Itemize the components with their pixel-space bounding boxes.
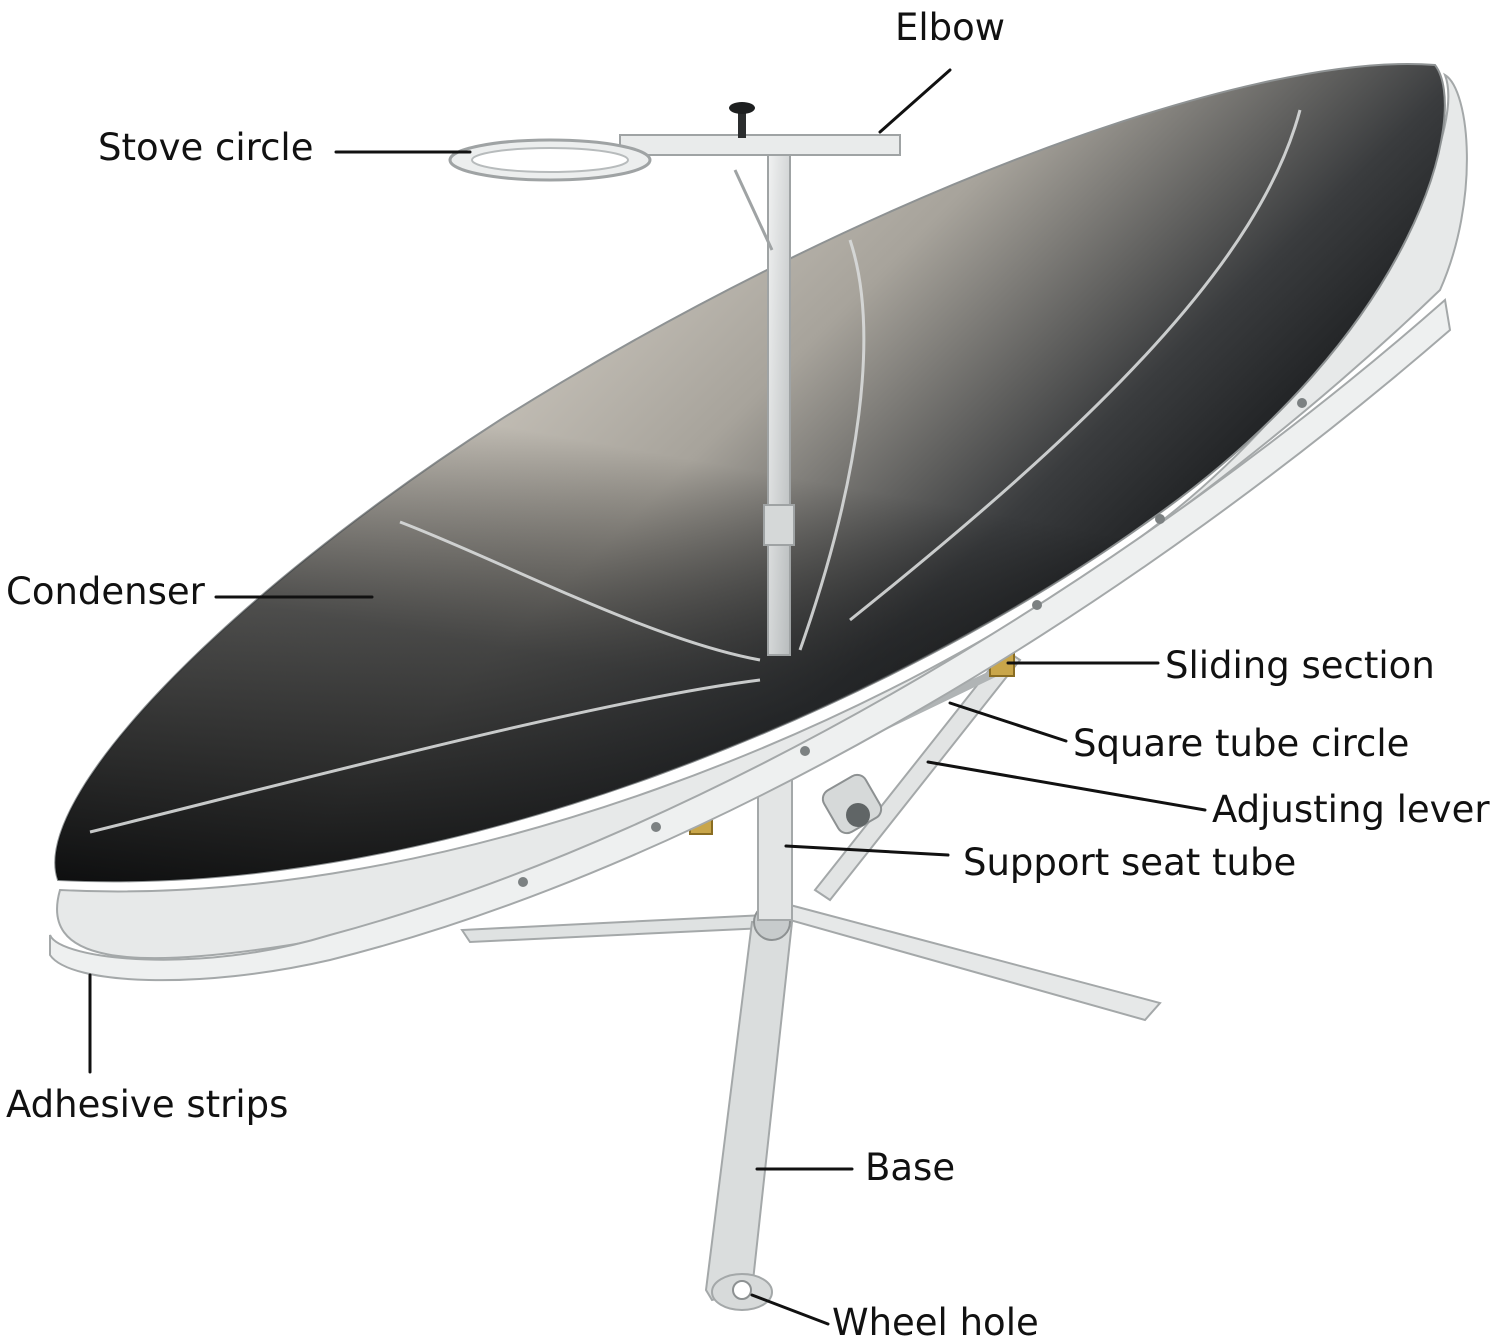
label-elbow: Elbow	[895, 6, 1005, 49]
stove-post	[767, 134, 791, 656]
label-base: Base	[865, 1146, 955, 1189]
wheel-hole-leader	[750, 1293, 830, 1326]
label-sliding-section: Sliding section	[1165, 644, 1435, 687]
adjusting-lever-leader	[926, 760, 1207, 812]
square-tube-circle-leader	[948, 701, 1068, 743]
labels: Elbow Stove circle Condenser Sliding sec…	[6, 6, 1490, 1343]
label-condenser: Condenser	[6, 570, 206, 613]
leader-lines	[88, 68, 1207, 1326]
label-wheel-hole: Wheel hole	[832, 1301, 1039, 1343]
support-seat-tube-leader	[784, 844, 950, 857]
elbow-shape	[619, 134, 901, 156]
label-adhesive-strips: Adhesive strips	[6, 1083, 288, 1126]
label-adjusting-lever: Adjusting lever	[1212, 788, 1490, 831]
elbow-leader	[878, 68, 952, 134]
base-legs	[460, 903, 1162, 1311]
adhesive-strips-shape	[49, 298, 1452, 982]
label-stove-circle: Stove circle	[98, 126, 313, 169]
label-square-tube-circle: Square tube circle	[1073, 722, 1409, 765]
label-support-seat-tube: Support seat tube	[963, 841, 1296, 884]
cooker-illustration	[49, 63, 1468, 1311]
wheel-hole-mark	[732, 1280, 752, 1300]
